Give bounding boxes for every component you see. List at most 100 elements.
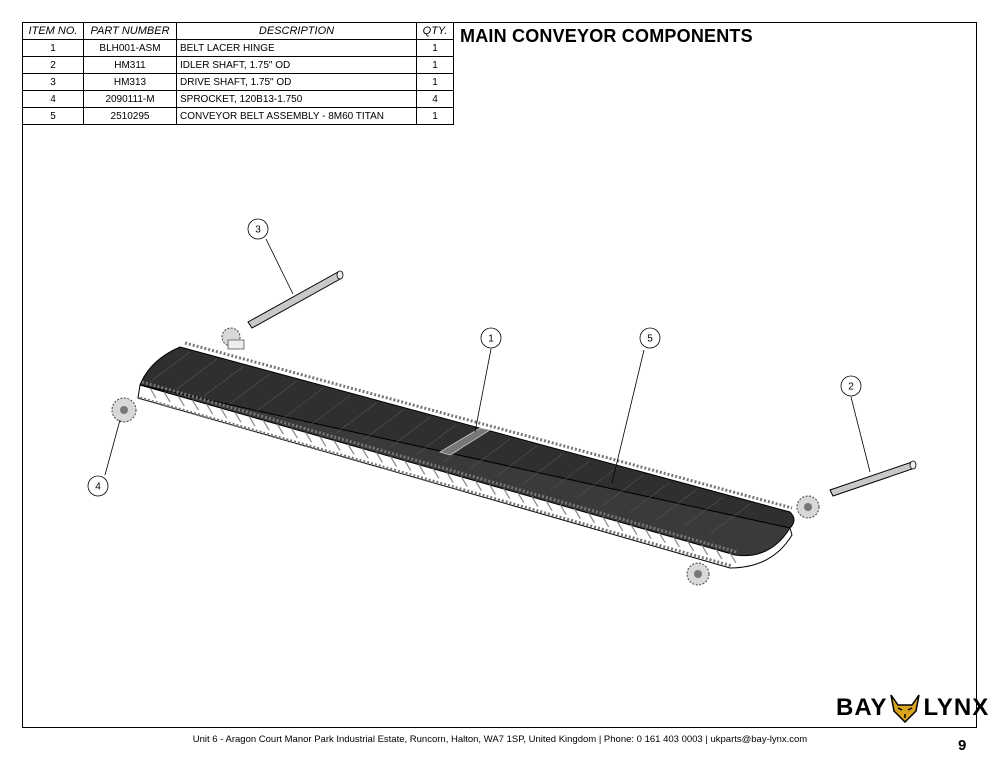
belt-hatch-line: [203, 366, 244, 397]
belt-slat: [276, 423, 284, 435]
sprocket-top-left: [221, 327, 245, 350]
belt-slat: [517, 492, 525, 503]
belt-slat: [262, 419, 270, 431]
belt-hatch-line: [683, 496, 724, 528]
belt-slat: [616, 520, 624, 532]
table-row: 3 HM313 DRIVE SHAFT, 1.75" OD 1: [22, 73, 454, 91]
callout-4: 4: [87, 475, 109, 497]
belt-slat: [672, 536, 680, 548]
callout-2: 2: [840, 375, 862, 397]
conveyor-belt-assembly: [137, 341, 795, 569]
belt-slat: [588, 512, 596, 524]
table-row: 5 2510295 CONVEYOR BELT ASSEMBLY - 8M60 …: [22, 107, 454, 125]
belt-hatch-line: [336, 402, 377, 433]
belt-slat: [701, 544, 709, 556]
chain-rail-front: [141, 380, 738, 554]
belt-return-side: [137, 384, 793, 569]
belt-hatch-line: [549, 460, 591, 491]
cell-qty: 1: [416, 107, 454, 125]
logo-text-left: BAY: [836, 694, 888, 721]
bay-lynx-logo: BAY LYNX: [836, 693, 989, 723]
parts-table-header: ITEM NO. PART NUMBER DESCRIPTION QTY.: [22, 22, 454, 40]
belt-slat: [347, 444, 355, 455]
belt-hatch-line: [176, 358, 217, 390]
belt-slat: [389, 456, 398, 467]
belt-hatch-line: [576, 467, 617, 499]
belt-hatch-line: [416, 424, 457, 455]
belt-slat: [503, 488, 511, 499]
belt-slat: [715, 548, 723, 560]
belt-lacer-hinge: [439, 427, 492, 456]
callout-1: 1: [480, 327, 502, 349]
belt-slat: [432, 468, 440, 479]
belt-slat: [559, 504, 567, 516]
belt-slat: [234, 411, 242, 423]
drive-shaft: [247, 270, 344, 329]
belt-slat: [418, 464, 426, 475]
belt-slat: [206, 403, 214, 415]
belt-slat: [404, 460, 412, 471]
page-title: MAIN CONVEYOR COMPONENTS: [460, 26, 753, 46]
belt-slat: [220, 407, 228, 419]
belt-slat: [149, 387, 157, 399]
belt-slat: [474, 480, 482, 491]
belt-slat: [460, 476, 468, 487]
belt-slat: [177, 395, 185, 407]
belt-slat: [602, 516, 610, 528]
table-row: 4 2090111-M SPROCKET, 120B13-1.750 4: [22, 90, 454, 108]
parts-table: ITEM NO. PART NUMBER DESCRIPTION QTY. 1 …: [22, 22, 454, 125]
page-number: 9: [958, 737, 967, 754]
logo-text-right: LYNX: [923, 694, 990, 721]
belt-hatch-line: [656, 489, 697, 520]
cell-description: CONVEYOR BELT ASSEMBLY - 8M60 TITAN: [176, 107, 417, 125]
belt-slat: [488, 484, 497, 495]
callout-1-label: 1: [488, 334, 494, 345]
belt-slat: [361, 448, 369, 459]
lynx-head-icon: [890, 694, 921, 723]
header-part-number: PART NUMBER: [83, 22, 177, 40]
cell-qty: 1: [416, 56, 454, 74]
belt-hatch-line: [256, 380, 297, 412]
callout-leaders: [104, 238, 871, 484]
belt-slat: [305, 431, 313, 443]
belt-hatch-line: [229, 373, 271, 404]
belt-slat: [644, 528, 652, 540]
belt-hatch-line: [389, 416, 431, 448]
belt-slat: [319, 435, 327, 447]
belt-hatch-line: [709, 503, 751, 535]
sprocket-right: [796, 495, 820, 519]
belt-hatch-line: [496, 445, 537, 477]
sprocket-bottom: [686, 562, 710, 586]
callout-3: 3: [247, 218, 269, 240]
belt-hatch-line: [149, 351, 191, 383]
belt-slat: [290, 427, 298, 439]
belt-hatch-line: [603, 474, 644, 506]
belt-hatch-line: [469, 438, 511, 470]
belt-hatch-line: [363, 409, 404, 441]
callout-5: 5: [639, 327, 661, 349]
belt-slat: [333, 440, 341, 451]
belt-slat: [163, 391, 171, 403]
belt-slat: [248, 415, 256, 427]
chain-rail-bottom: [139, 396, 733, 568]
belt-hatch-line: [523, 453, 564, 484]
chain-rail-top: [184, 341, 793, 510]
belt-slat: [375, 452, 383, 463]
belt-slats: [149, 387, 737, 564]
belt-side: [139, 384, 791, 557]
table-row: 1 BLH001-ASM BELT LACER HINGE 1: [22, 39, 454, 57]
callout-2-label: 2: [848, 382, 854, 393]
callout-3-label: 3: [255, 225, 261, 236]
callout-4-label: 4: [95, 482, 101, 493]
belt-slat: [658, 532, 666, 544]
belt-slat: [531, 496, 539, 507]
idler-shaft: [829, 460, 917, 497]
sprocket-left: [111, 397, 137, 423]
belt-hatch-line: [629, 482, 671, 513]
belt-hatch-line: [283, 387, 324, 419]
belt-slat: [545, 500, 553, 511]
belt-slat: [630, 524, 638, 536]
callout-5-label: 5: [647, 334, 653, 345]
drawing-frame: [22, 22, 977, 728]
